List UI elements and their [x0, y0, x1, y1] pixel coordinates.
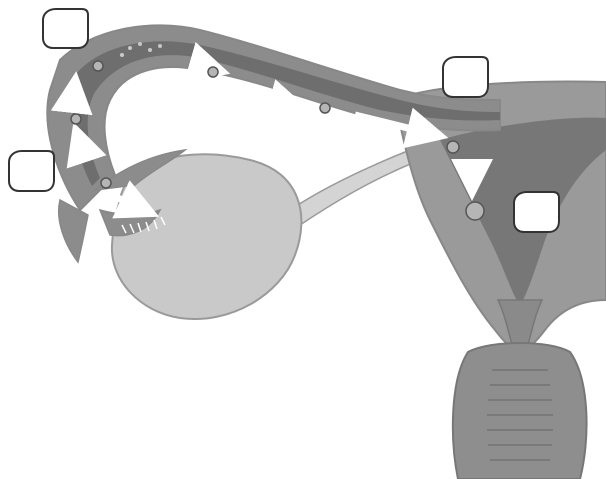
label-box-left[interactable] [9, 151, 54, 191]
egg-cell-icon [101, 178, 111, 188]
egg-cell-icon [71, 114, 81, 124]
white-arrow-icon [246, 93, 290, 105]
white-arrow-icon [72, 92, 74, 110]
label-box-uterus[interactable] [514, 192, 559, 232]
egg-cell-icon [93, 61, 103, 71]
egg-cell-icon [208, 67, 218, 77]
egg-cell-icon [447, 141, 459, 153]
white-arrow-icon [196, 64, 210, 68]
label-box-top-left[interactable] [43, 9, 88, 48]
ligament [290, 150, 420, 225]
egg-cell-icon [466, 202, 484, 220]
egg-cell-icon [320, 103, 330, 113]
label-box-top-right[interactable] [443, 57, 488, 97]
vagina [453, 343, 587, 479]
